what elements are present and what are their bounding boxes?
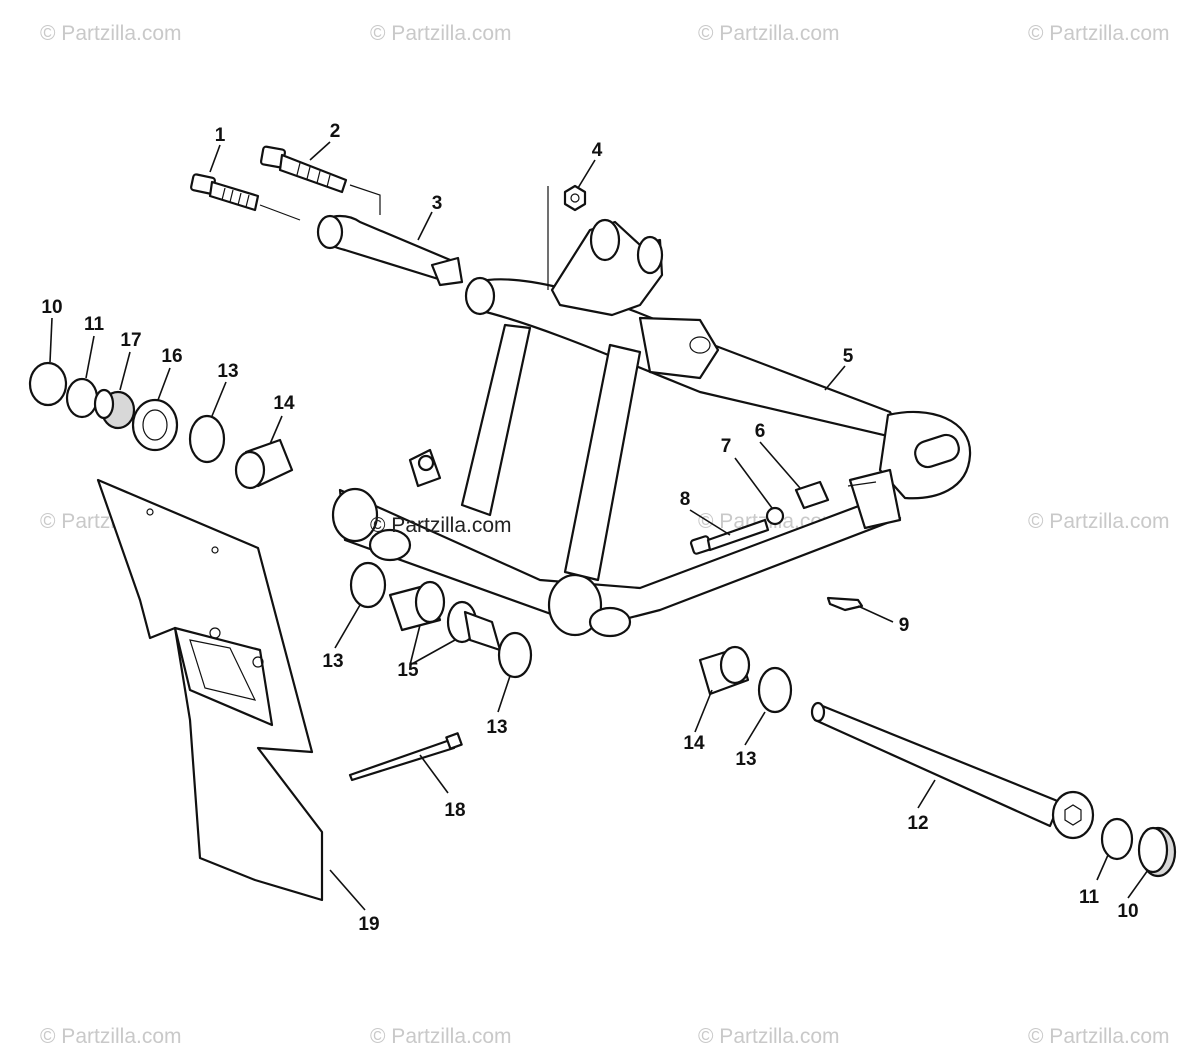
seal-16 <box>131 398 179 452</box>
callout-12: 12 <box>907 813 929 834</box>
pivot-pin-3 <box>316 214 464 287</box>
washer-11 <box>65 377 99 419</box>
callout-16: 16 <box>161 346 183 367</box>
bearing-17 <box>93 388 136 430</box>
callout-11: 11 <box>1078 887 1100 908</box>
washer-13-center <box>497 631 533 679</box>
watermark: © Partzilla.com <box>1028 22 1170 45</box>
watermark: © Partzilla.com <box>698 22 840 45</box>
cap-10-right <box>1137 826 1177 878</box>
callout-5: 5 <box>842 346 854 367</box>
nut-4 <box>563 184 587 212</box>
cable-tie-18 <box>348 732 463 782</box>
callout-19: 19 <box>358 914 380 935</box>
callout-10: 10 <box>1117 901 1139 922</box>
watermark: © Partzilla.com <box>1028 1025 1170 1048</box>
callout-14: 14 <box>273 393 295 414</box>
washer-11-right <box>1100 817 1134 861</box>
callout-8: 8 <box>679 489 691 510</box>
callout-10: 10 <box>41 297 63 318</box>
callout-4: 4 <box>591 140 603 161</box>
callout-13: 13 <box>735 749 757 770</box>
callout-11: 11 <box>83 314 105 335</box>
washer-13-right <box>757 666 793 714</box>
callout-13: 13 <box>322 651 344 672</box>
bushing-14 <box>234 438 294 490</box>
watermark: © Partzilla.com <box>698 1025 840 1048</box>
callout-2: 2 <box>329 121 341 142</box>
callout-3: 3 <box>431 193 443 214</box>
callout-17: 17 <box>120 330 142 351</box>
swingarm-frame <box>331 218 972 638</box>
callout-13: 13 <box>217 361 239 382</box>
leader-lines <box>49 141 1149 911</box>
watermark: © Partzilla.com <box>40 1025 182 1048</box>
mud-guard-19 <box>96 478 324 902</box>
callout-7: 7 <box>720 436 732 457</box>
bushing-15a <box>388 580 446 632</box>
callout-13: 13 <box>486 717 508 738</box>
callout-9: 9 <box>898 615 910 636</box>
watermark: © Partzilla.com <box>1028 510 1170 533</box>
bolt-1 <box>190 173 260 212</box>
callout-1: 1 <box>214 125 226 146</box>
cap-10 <box>28 361 68 407</box>
callout-14: 14 <box>683 733 705 754</box>
washer-13-lower <box>349 561 387 609</box>
callout-18: 18 <box>444 800 466 821</box>
nut-7 <box>765 506 785 526</box>
bushing-14-right <box>698 645 751 696</box>
washer-13 <box>188 414 226 464</box>
watermark: © Partzilla.com <box>370 22 512 45</box>
clip-9 <box>826 596 864 612</box>
watermark: © Partzilla.com <box>370 1025 512 1048</box>
callout-15: 15 <box>397 660 419 681</box>
callout-6: 6 <box>754 421 766 442</box>
watermark: © Partzilla.com <box>370 514 512 537</box>
watermark: © Partzilla.com <box>40 22 182 45</box>
pivot-shaft-12 <box>810 701 1095 840</box>
bolt-2 <box>259 145 348 194</box>
bolt-8 <box>689 518 770 555</box>
spacer-6 <box>794 480 830 510</box>
bushing-15b <box>446 600 502 652</box>
